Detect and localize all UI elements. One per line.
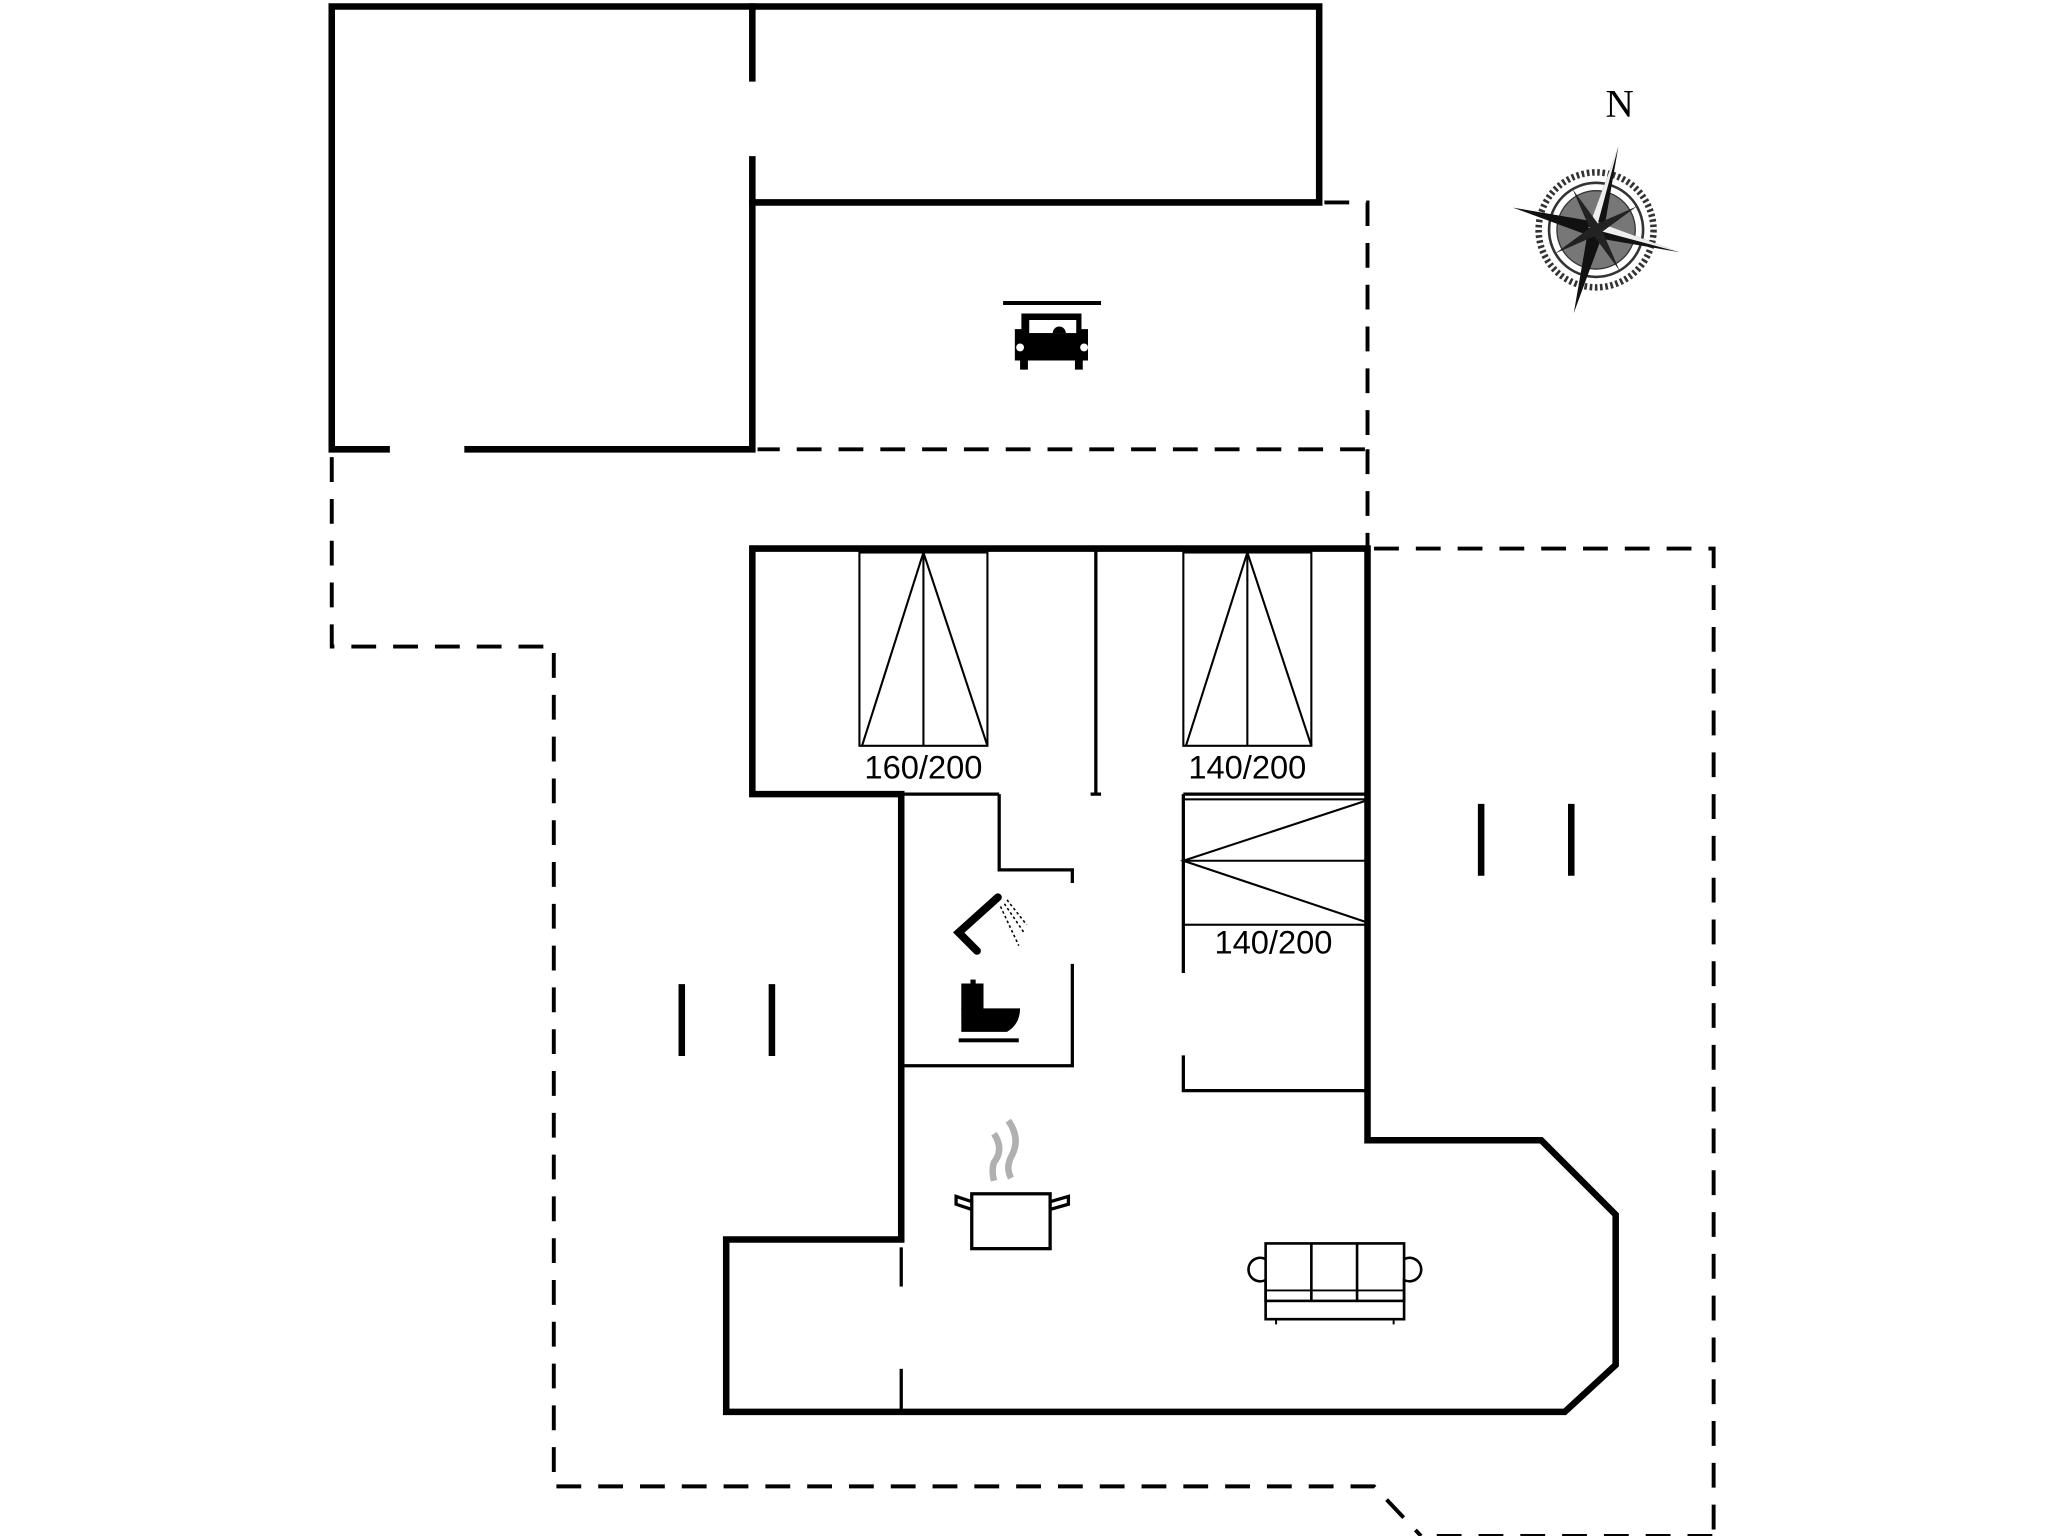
shower-icon (953, 893, 1028, 955)
house-walls (722, 545, 1619, 1416)
annex-walls (328, 3, 1323, 453)
bed-160-200: 160/200 (858, 549, 989, 785)
bed-size-label: 140/200 (1188, 748, 1306, 785)
carport-outline (757, 200, 1370, 549)
toilet-icon (958, 979, 1021, 1043)
car-icon (1003, 301, 1102, 370)
compass-rose-icon: N (1512, 82, 1680, 314)
bed-140-200-top: 140/200 (1182, 549, 1313, 785)
bed-size-label: 140/200 (1214, 923, 1332, 960)
sofa-icon (1247, 1242, 1423, 1325)
bed-size-label: 160/200 (864, 748, 982, 785)
bed-140-200-side: 140/200 (1180, 798, 1368, 960)
north-label: N (1605, 82, 1633, 125)
terrace-outline (329, 457, 1716, 1536)
cooking-pot-icon (954, 1118, 1071, 1251)
